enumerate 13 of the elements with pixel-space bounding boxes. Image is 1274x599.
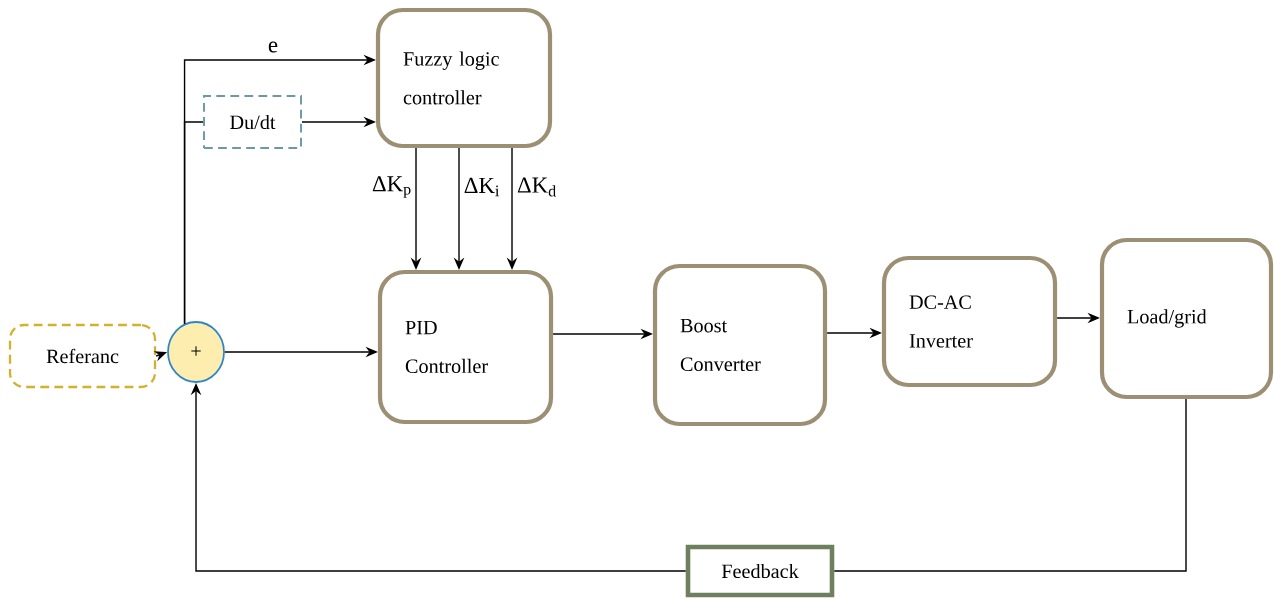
- edge-label: e: [266, 39, 280, 55]
- process-box: Load/grid: [1099, 237, 1274, 400]
- process-box: Feedback: [685, 544, 835, 598]
- process-box: Fuzzy logic controller: [375, 7, 553, 149]
- edge-label: ΔK$_{p}$: [370, 174, 414, 200]
- dashed-box: Referanc: [8, 323, 157, 389]
- dashed-box: Du/dt: [203, 95, 302, 149]
- edge-label: ΔK$_{d}$: [515, 175, 559, 199]
- process-box: PID Controller: [377, 269, 554, 425]
- edge-label: ΔK$_{i}$: [462, 176, 502, 198]
- summing-junction: +: [167, 321, 225, 383]
- process-box: DC-AC Inverter: [881, 255, 1058, 388]
- process-box: Boost Converter: [652, 263, 828, 427]
